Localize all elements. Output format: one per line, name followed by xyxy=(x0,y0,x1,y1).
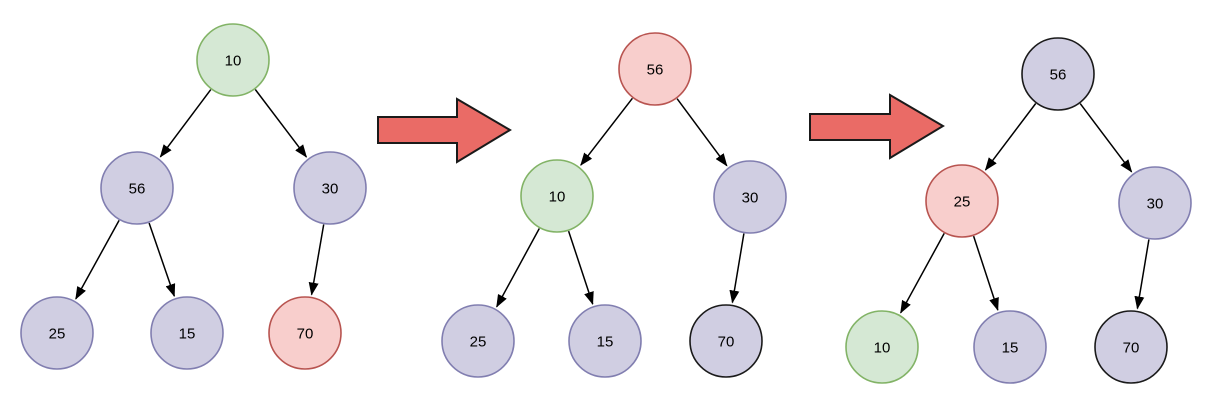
tree-edge xyxy=(676,98,728,167)
tree-node-label: 10 xyxy=(874,339,891,356)
tree-step-2: 56 10 30 25 15 70 xyxy=(441,32,787,378)
tree-edge xyxy=(75,220,120,300)
tree-node-30 xyxy=(713,160,787,234)
tree-node-10 xyxy=(520,159,594,233)
tree-node-30 xyxy=(1118,166,1192,240)
tree-node-label: 70 xyxy=(718,333,735,350)
tree-edge xyxy=(580,97,633,166)
tree-node-70 xyxy=(268,296,342,370)
tree-edge xyxy=(729,233,745,304)
tree-node-56 xyxy=(618,32,692,106)
tree-edge xyxy=(984,103,1037,171)
tree-node-label: 30 xyxy=(742,189,759,206)
tree-node-70 xyxy=(1094,310,1168,384)
tree-edge xyxy=(1134,239,1150,310)
step-arrow-1 xyxy=(377,97,512,164)
tree-node-label: 15 xyxy=(1002,339,1019,356)
tree-node-15 xyxy=(150,296,224,370)
tree-node-label: 30 xyxy=(322,180,339,197)
tree-node-label: 10 xyxy=(549,188,566,205)
tree-edge xyxy=(1079,103,1133,173)
tree-node-label: 15 xyxy=(179,325,196,342)
tree-node-label: 56 xyxy=(647,61,664,78)
tree-node-30 xyxy=(293,151,367,225)
step-arrow-2 xyxy=(809,93,945,160)
tree-node-label: 70 xyxy=(1123,339,1140,356)
tree-edge xyxy=(159,89,212,158)
tree-edge xyxy=(900,233,945,314)
tree-node-70 xyxy=(689,304,763,378)
tree-node-56 xyxy=(100,151,174,225)
tree-node-25 xyxy=(925,164,999,238)
tree-node-25 xyxy=(441,304,515,378)
tree-node-label: 25 xyxy=(49,325,66,342)
tree-node-15 xyxy=(568,304,642,378)
tree-edge xyxy=(496,228,540,308)
tree-node-label: 25 xyxy=(954,193,971,210)
tree-node-label: 70 xyxy=(297,325,314,342)
tree-node-label: 25 xyxy=(470,333,487,350)
tree-edge xyxy=(254,89,308,158)
tree-node-label: 10 xyxy=(225,52,242,69)
tree-node-label: 15 xyxy=(597,333,614,350)
tree-step-3: 56 25 30 10 15 70 xyxy=(845,37,1192,384)
tree-edge xyxy=(972,235,999,311)
tree-edge xyxy=(148,222,176,298)
tree-step-1: 10 56 30 25 15 70 xyxy=(20,23,367,370)
tree-node-10 xyxy=(196,23,270,97)
tree-node-label: 56 xyxy=(129,180,146,197)
tree-node-56 xyxy=(1021,37,1095,111)
tree-edge xyxy=(308,224,325,296)
tree-node-15 xyxy=(973,310,1047,384)
tree-node-25 xyxy=(20,296,94,370)
tree-node-10 xyxy=(845,310,919,384)
tree-node-label: 56 xyxy=(1050,66,1067,83)
tree-edge xyxy=(567,230,594,305)
tree-node-label: 30 xyxy=(1147,195,1164,212)
